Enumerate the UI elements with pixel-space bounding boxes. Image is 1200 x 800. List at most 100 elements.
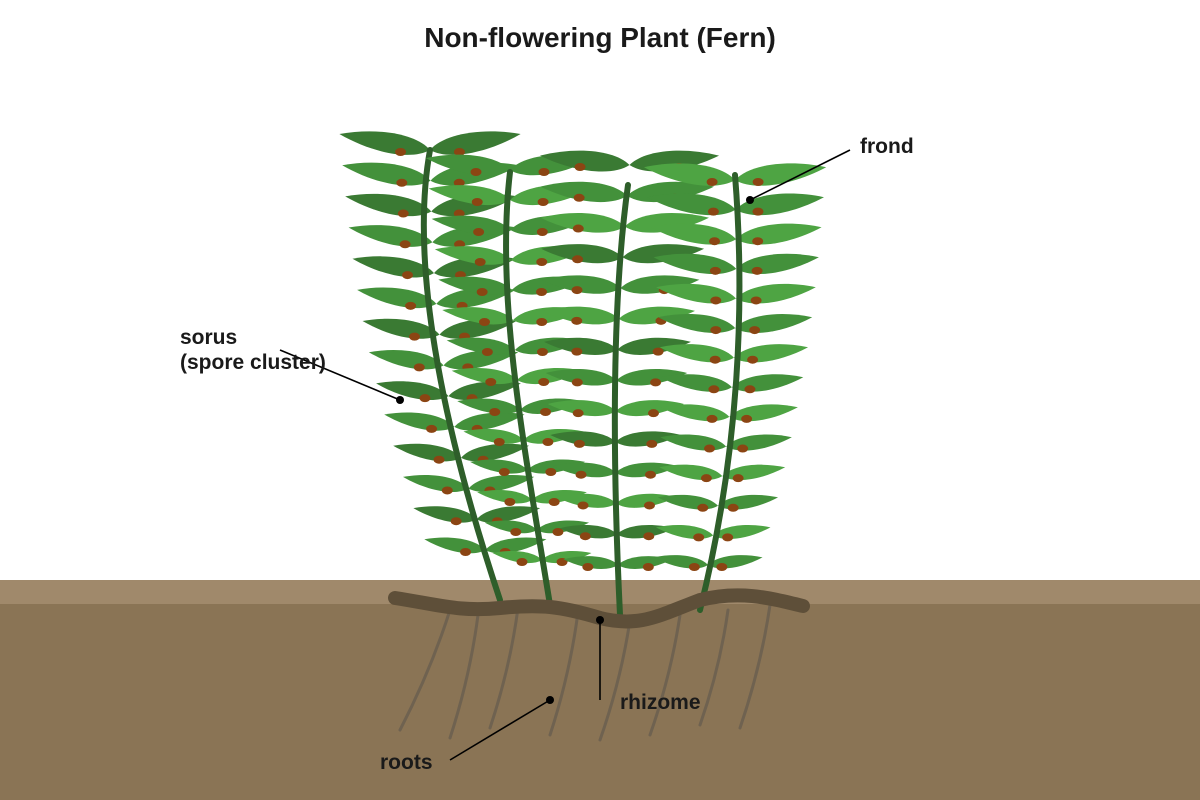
frond-label: frond bbox=[860, 135, 914, 158]
sorus bbox=[538, 378, 550, 386]
sorus bbox=[504, 498, 516, 506]
sorus bbox=[572, 224, 584, 233]
leaflet bbox=[624, 213, 709, 233]
leaflet bbox=[536, 520, 590, 534]
sorus bbox=[453, 178, 465, 187]
frond-stem bbox=[697, 172, 743, 613]
sorus bbox=[722, 533, 734, 542]
sorus bbox=[752, 207, 764, 216]
sorus bbox=[413, 363, 425, 372]
leaflet bbox=[620, 275, 700, 294]
leaflet bbox=[443, 350, 519, 370]
leaflet bbox=[362, 318, 440, 339]
leaflet bbox=[541, 275, 621, 294]
sorus bbox=[732, 474, 744, 483]
leaflet bbox=[657, 494, 718, 510]
sorus bbox=[582, 563, 594, 571]
sorus bbox=[751, 266, 763, 275]
sorus bbox=[693, 533, 705, 542]
sorus bbox=[575, 470, 587, 479]
sorus-leader-dot bbox=[396, 396, 404, 404]
sorus bbox=[571, 286, 583, 295]
leaflet bbox=[384, 412, 455, 431]
leaflet bbox=[545, 369, 617, 386]
sorus bbox=[707, 207, 719, 216]
sorus bbox=[697, 503, 709, 512]
sorus bbox=[709, 266, 721, 275]
sorus bbox=[536, 348, 548, 356]
frond-stem bbox=[502, 169, 553, 608]
sorus bbox=[752, 237, 764, 246]
sorus bbox=[643, 501, 655, 510]
leaflet bbox=[484, 520, 537, 534]
sorus bbox=[571, 316, 583, 325]
rhizome-leader-dot bbox=[596, 616, 604, 624]
root bbox=[598, 618, 632, 742]
root bbox=[548, 610, 580, 737]
leaflet bbox=[722, 464, 786, 481]
frond bbox=[540, 150, 720, 618]
sorus bbox=[498, 468, 510, 476]
leaflet bbox=[544, 337, 618, 355]
leaflet bbox=[454, 412, 525, 431]
sorus bbox=[471, 198, 483, 206]
sorus bbox=[433, 455, 445, 464]
sorus bbox=[476, 288, 488, 296]
leaflet bbox=[339, 131, 430, 155]
leaflet bbox=[457, 398, 521, 414]
sorus bbox=[574, 163, 586, 171]
sorus bbox=[706, 178, 718, 186]
sorus bbox=[536, 258, 548, 266]
soil-top-band bbox=[0, 580, 1200, 605]
root bbox=[448, 613, 480, 740]
sorus bbox=[397, 209, 409, 218]
roots-label: roots bbox=[380, 751, 433, 774]
leaflet bbox=[428, 185, 511, 206]
leaflet bbox=[434, 246, 511, 265]
sorus bbox=[405, 301, 417, 310]
sorus bbox=[710, 296, 722, 305]
sorus bbox=[536, 318, 548, 326]
rhizome-label: rhizome bbox=[620, 691, 701, 714]
leaflet bbox=[563, 556, 619, 569]
leaflet bbox=[622, 244, 705, 264]
frond-stem bbox=[420, 147, 503, 603]
root bbox=[738, 603, 772, 730]
sorus-sublabel: (spore cluster) bbox=[180, 351, 326, 374]
roots-leader bbox=[449, 699, 551, 761]
sorus bbox=[419, 394, 431, 403]
leaflet bbox=[393, 443, 462, 462]
sorus bbox=[441, 486, 453, 495]
sorus bbox=[460, 548, 472, 556]
sorus bbox=[479, 318, 491, 326]
root bbox=[698, 608, 730, 727]
leaflet bbox=[357, 287, 437, 309]
leaflet bbox=[615, 400, 684, 417]
sorus bbox=[737, 444, 749, 453]
leaflet bbox=[615, 431, 682, 447]
leaflet bbox=[448, 381, 521, 401]
sorus bbox=[700, 474, 712, 483]
leaflet bbox=[735, 314, 813, 333]
sorus bbox=[542, 438, 554, 446]
sorus bbox=[395, 148, 407, 156]
sorus bbox=[473, 228, 485, 236]
leaflet bbox=[617, 337, 691, 355]
sorus bbox=[652, 347, 664, 356]
sorus bbox=[571, 347, 583, 356]
sorus bbox=[485, 378, 497, 386]
leaflet bbox=[540, 213, 625, 233]
leaflet bbox=[553, 462, 616, 478]
leaflet bbox=[442, 307, 514, 325]
sorus bbox=[516, 558, 528, 566]
root bbox=[488, 606, 520, 730]
sorus bbox=[710, 326, 722, 335]
sorus bbox=[536, 228, 548, 236]
sorus bbox=[741, 414, 753, 423]
leaflet bbox=[726, 434, 792, 451]
leaflet bbox=[485, 537, 547, 554]
sorus bbox=[577, 501, 589, 510]
sorus bbox=[540, 408, 552, 416]
leaflet bbox=[736, 223, 822, 245]
